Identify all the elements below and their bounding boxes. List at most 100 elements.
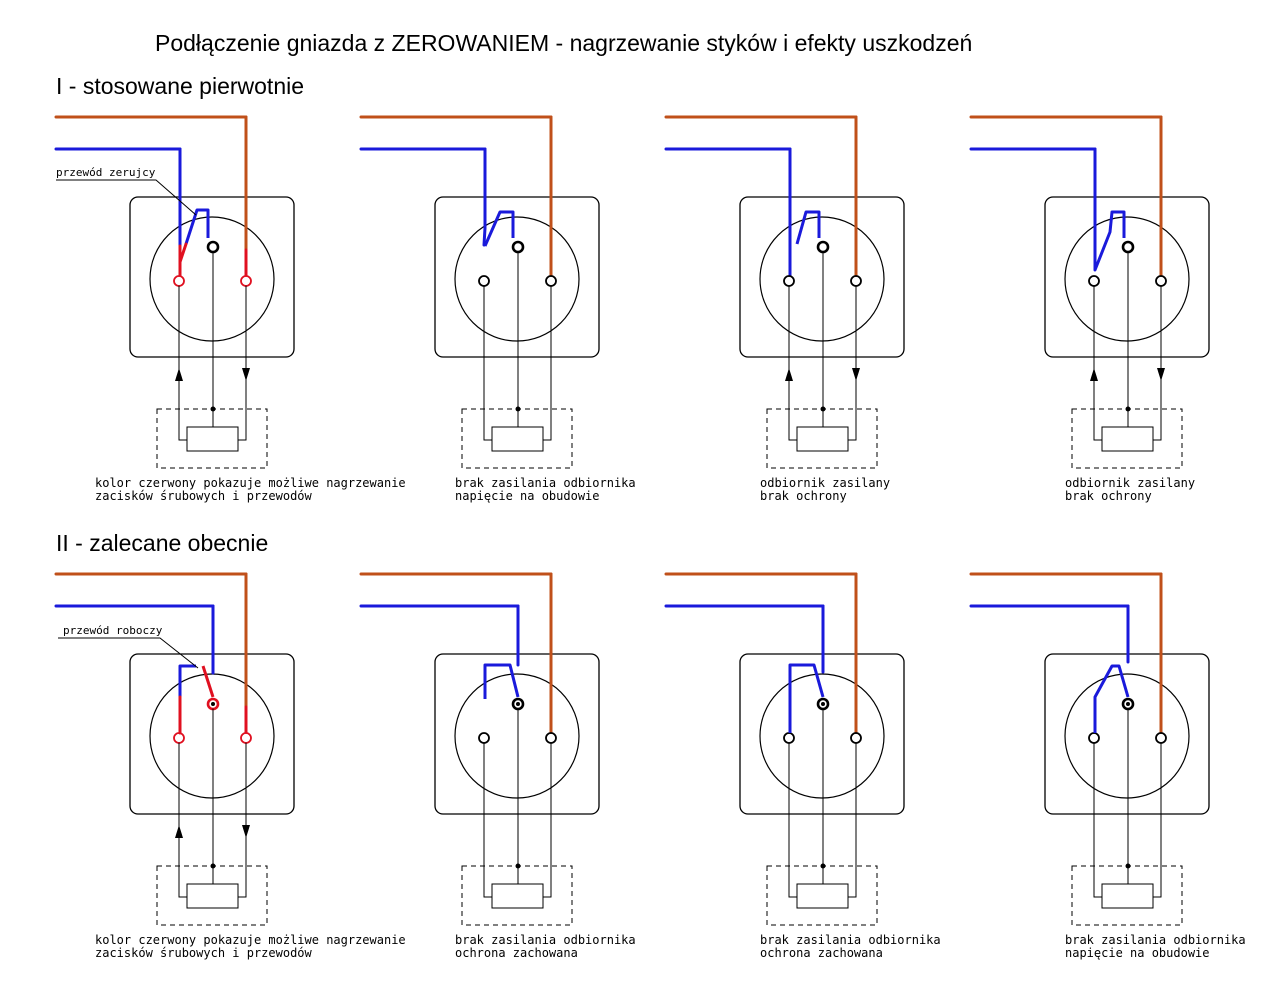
- pin-right: [240, 732, 252, 744]
- load-enclosure: [461, 865, 573, 926]
- load-resistor: [1101, 426, 1154, 452]
- earth-pin-left: [1088, 732, 1100, 744]
- earth-pin-center-dot: [821, 702, 825, 706]
- pin-right: [240, 275, 252, 287]
- socket-housing: [434, 196, 600, 358]
- arrow-up: [785, 368, 793, 381]
- neutral-route-2-3: [664, 604, 825, 733]
- load-enclosure: [766, 865, 878, 926]
- socket-housing: [129, 196, 295, 358]
- socket-face: [1064, 216, 1190, 342]
- load-enclosure: [156, 408, 268, 469]
- neutral-route-2-1: [54, 604, 215, 735]
- socket-panel-2-1: kolor czerwony pokazuje możliwe nagrzewa…: [54, 572, 406, 960]
- panel-caption-line-1: kolor czerwony pokazuje możliwe nagrzewa…: [95, 476, 406, 490]
- load-resistor: [186, 426, 239, 452]
- socket-face: [759, 216, 885, 342]
- pin-right: [545, 275, 557, 287]
- load-resistor: [1101, 883, 1154, 909]
- earth-pin-left: [783, 275, 795, 287]
- panel-caption-line-1: brak zasilania odbiornika: [760, 933, 941, 947]
- load-enclosure: [1071, 408, 1183, 469]
- label-przewod-roboczy: przewód roboczy: [58, 624, 199, 669]
- socket-face: [759, 673, 885, 799]
- leader-line: [58, 637, 199, 669]
- load-resistor: [796, 883, 849, 909]
- arrow-up: [175, 368, 183, 381]
- socket-housing: [739, 653, 905, 815]
- neutral-heat: [201, 665, 215, 698]
- socket-housing: [434, 653, 600, 815]
- pin-right: [545, 732, 557, 744]
- arrow-down: [242, 368, 250, 381]
- socket-face: [454, 673, 580, 799]
- section-heading-1: I - stosowane pierwotnie: [56, 73, 305, 99]
- socket-housing: [1044, 196, 1210, 358]
- socket-housing: [1044, 653, 1210, 815]
- section-heading-2: II - zalecane obecnie: [56, 530, 269, 556]
- earth-pin-center-dot: [516, 702, 520, 706]
- earth-pin-left: [173, 275, 185, 287]
- socket-housing: [129, 653, 295, 815]
- page-title: Podłączenie gniazda z ZEROWANIEM - nagrz…: [155, 30, 973, 56]
- pin-right: [1155, 275, 1167, 287]
- leader-line: [56, 179, 197, 216]
- panel-caption-line-1: brak zasilania odbiornika: [1065, 933, 1246, 947]
- pin-right: [850, 732, 862, 744]
- panel-caption-line-2: brak ochrony: [760, 489, 847, 503]
- earth-pin-center-dot: [211, 702, 215, 706]
- pe-jumper: [178, 664, 196, 697]
- neutral-route-2-2: [359, 604, 520, 699]
- arrow-up: [1090, 368, 1098, 381]
- arrow-down: [852, 368, 860, 381]
- load-enclosure: [461, 408, 573, 469]
- wire-label-text: przewód zerujcy: [56, 166, 156, 179]
- load-enclosure: [156, 865, 268, 926]
- socket-face: [149, 216, 275, 342]
- panel-caption-line-1: brak zasilania odbiornika: [455, 476, 636, 490]
- pe-jumper: [184, 208, 210, 245]
- neutral-route-2-4: [969, 604, 1130, 733]
- load-resistor: [491, 426, 544, 452]
- panel-caption-line-1: odbiornik zasilany: [760, 476, 890, 490]
- pe-jumper: [1093, 664, 1130, 733]
- earth-pin-center: [816, 240, 830, 254]
- socket-face: [1064, 673, 1190, 799]
- earth-pin-left: [478, 275, 490, 287]
- panel-caption-line-2: ochrona zachowana: [760, 946, 883, 960]
- earth-pin-left: [478, 732, 490, 744]
- arrow-down: [242, 825, 250, 838]
- earth-pin-center: [1121, 240, 1135, 254]
- arrow-up: [175, 825, 183, 838]
- panel-caption-line-2: zacisków śrubowych i przewodów: [95, 489, 313, 503]
- earth-pin-center: [206, 240, 220, 254]
- load-resistor: [186, 883, 239, 909]
- panel-caption-line-2: ochrona zachowana: [455, 946, 578, 960]
- earth-pin-left: [1088, 275, 1100, 287]
- panel-caption-line-2: napięcie na obudowie: [1065, 946, 1210, 960]
- earth-pin-center-dot: [1126, 702, 1130, 706]
- pin-right: [850, 275, 862, 287]
- socket-housing: [739, 196, 905, 358]
- pe-jumper: [788, 663, 825, 733]
- pe-jumper: [483, 663, 520, 699]
- wire-label-text: przewód roboczy: [63, 624, 163, 637]
- pe-jumper: [795, 210, 821, 245]
- load-enclosure: [766, 408, 878, 469]
- pe-jumper: [1093, 210, 1126, 272]
- socket-face: [454, 216, 580, 342]
- earth-pin-left: [783, 732, 795, 744]
- label-przewod-zerujacy: przewód zerujcy: [56, 166, 197, 216]
- panel-caption-line-2: zacisków śrubowych i przewodów: [95, 946, 313, 960]
- load-resistor: [796, 426, 849, 452]
- neutral-end: [482, 226, 487, 247]
- pe-jumper-heat: [178, 242, 188, 264]
- pin-right: [1155, 732, 1167, 744]
- pe-jumper: [483, 210, 515, 247]
- panel-caption-line-2: napięcie na obudowie: [455, 489, 600, 503]
- load-resistor: [491, 883, 544, 909]
